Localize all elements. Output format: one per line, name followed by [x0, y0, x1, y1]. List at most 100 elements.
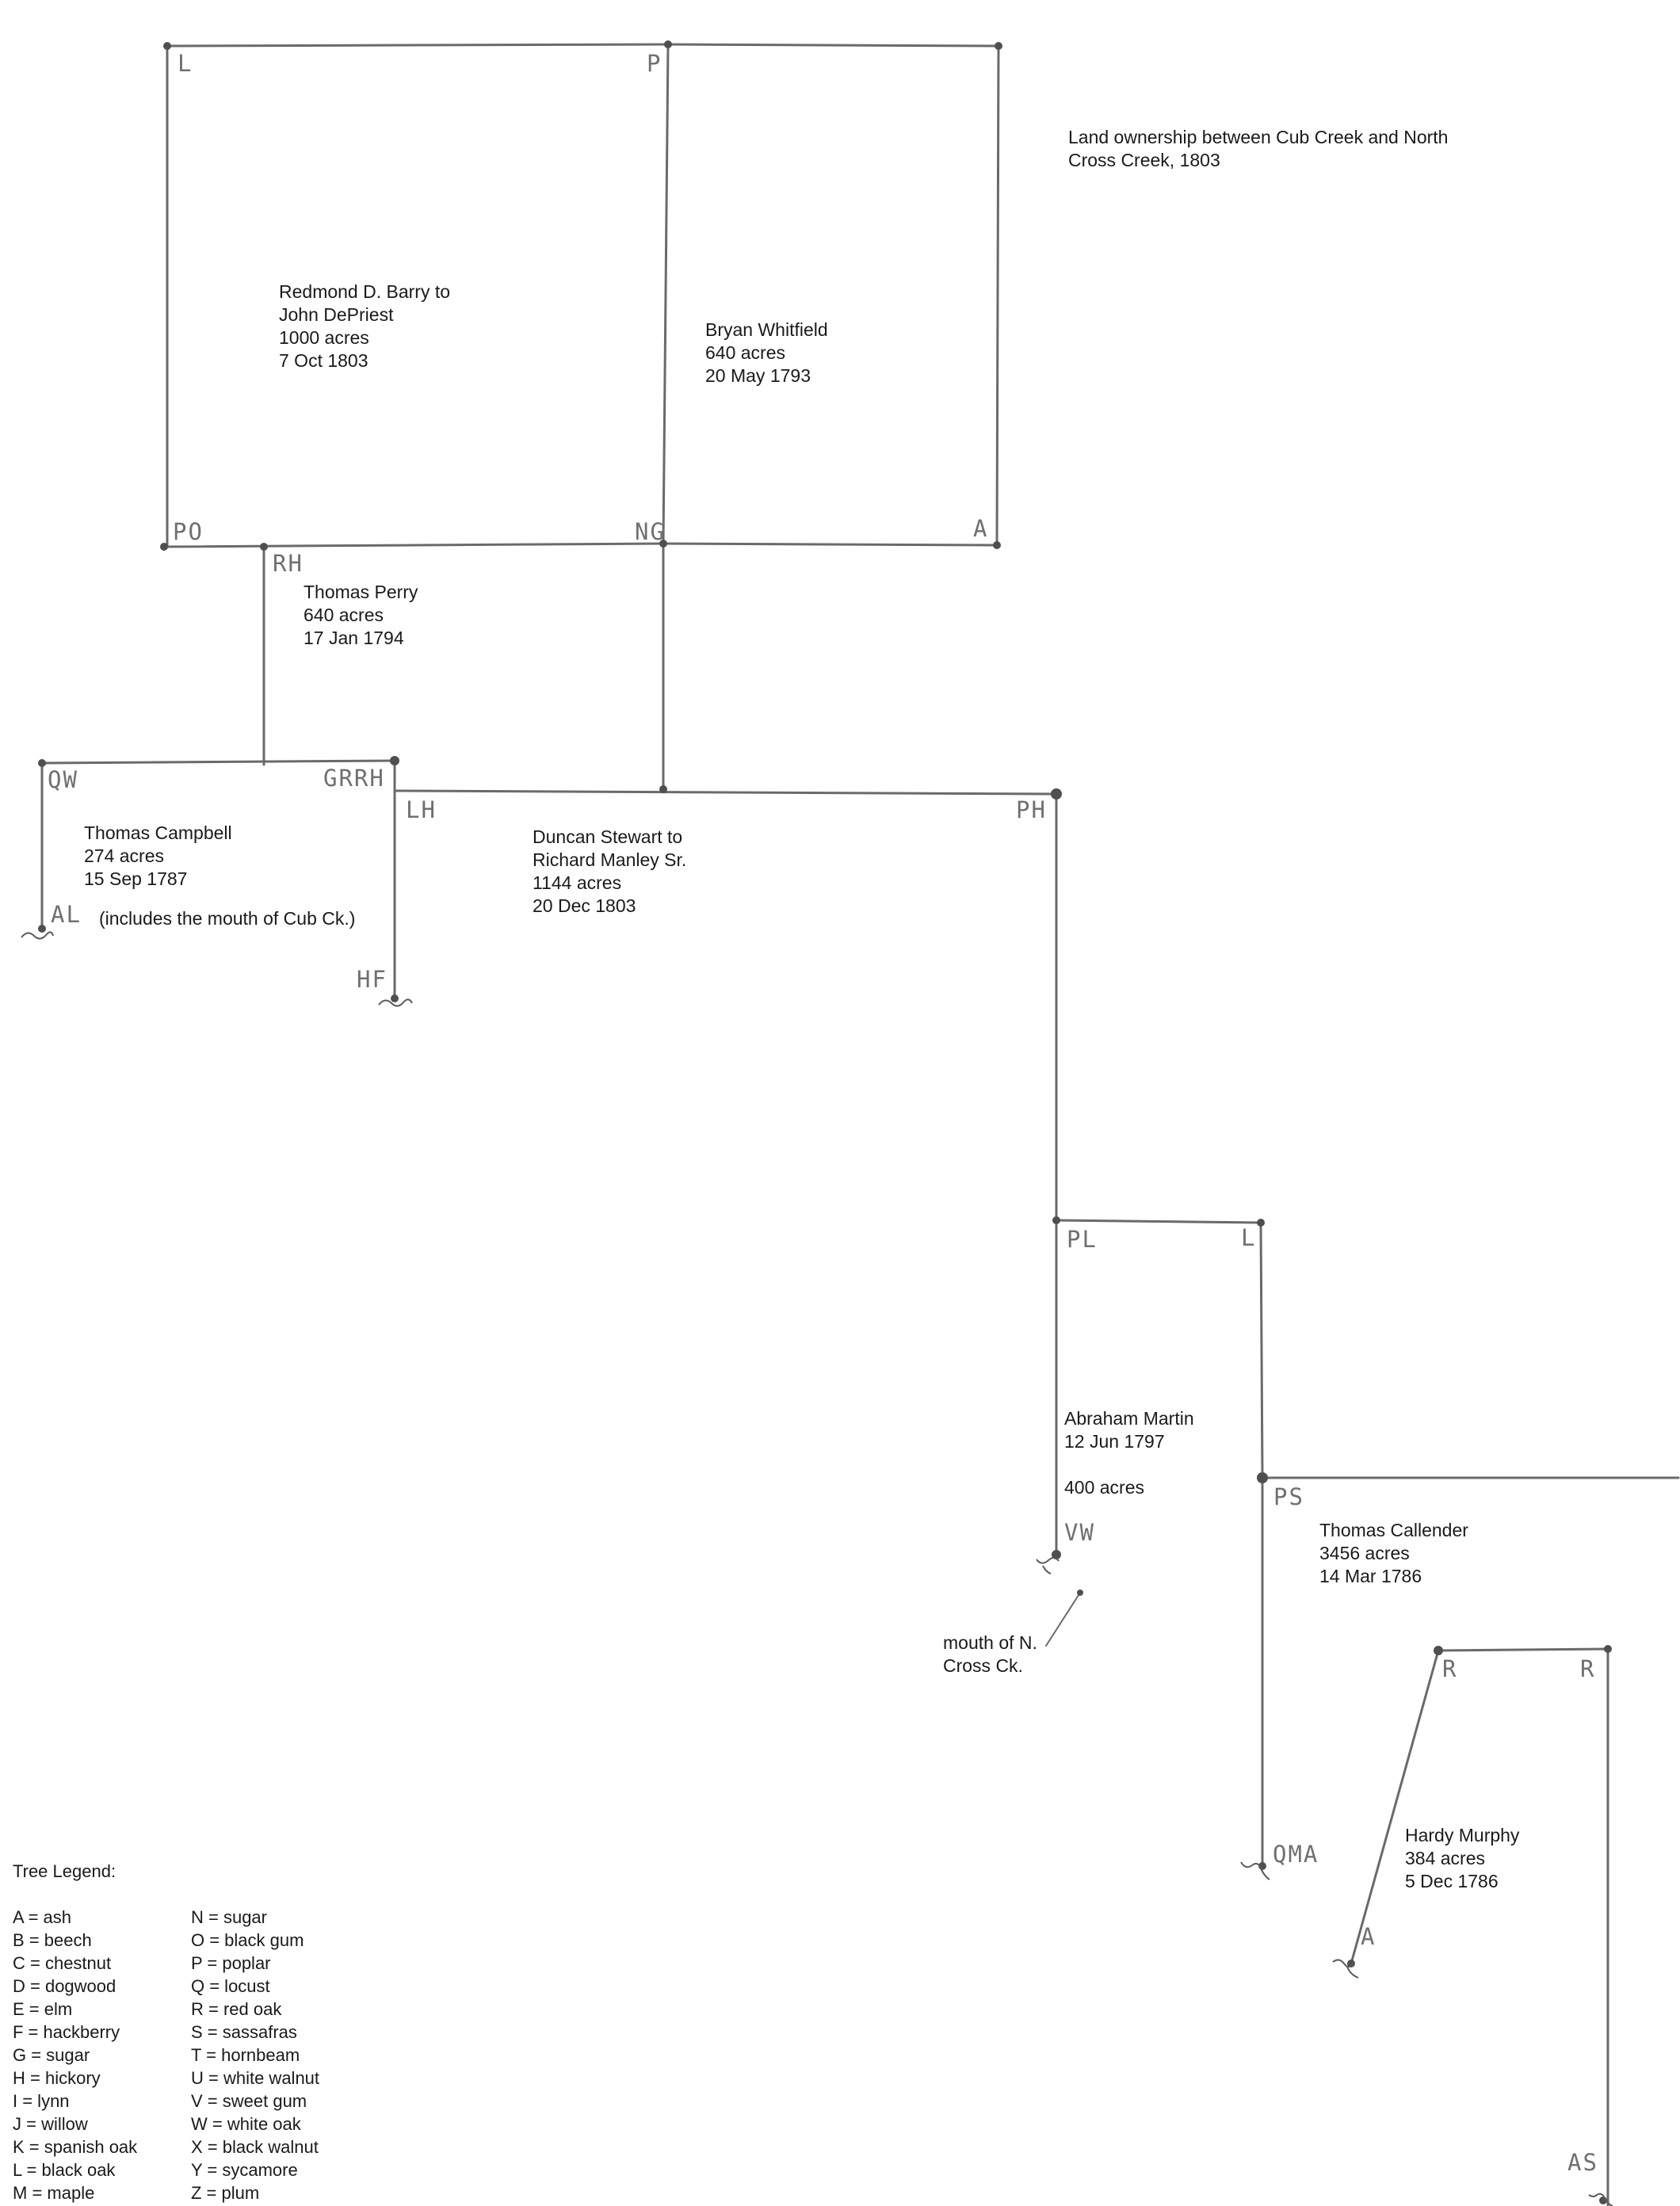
corner-code-pl: PL	[1067, 1226, 1098, 1253]
water-squiggle	[378, 998, 413, 1007]
corner-code-r1: R	[1442, 1655, 1458, 1682]
corner-code-qw: QW	[48, 766, 78, 793]
mouth-note-line: mouth of N.	[943, 1632, 1037, 1653]
corner-dot	[163, 42, 171, 50]
boundary-line	[662, 43, 670, 545]
legend-column-2: N = sugar O = black gum P = poplar Q = l…	[191, 1906, 365, 2204]
boundary-line	[662, 542, 998, 547]
parcel-perry-label: Thomas Perry 640 acres 17 Jan 1794	[304, 581, 418, 650]
boundary-line	[995, 44, 1000, 547]
parcel-owner: Thomas Perry	[304, 582, 418, 602]
corner-dot	[1434, 1646, 1443, 1655]
legend-item: U = white walnut	[191, 2068, 320, 2088]
corner-code-vw: VW	[1064, 1519, 1095, 1546]
legend-item: A = ash	[13, 1907, 72, 1927]
legend-item: Z = plum	[191, 2183, 260, 2203]
corner-dot	[1257, 1472, 1268, 1483]
parcel-owner: Thomas Callender	[1319, 1520, 1468, 1540]
boundary-line	[1055, 1219, 1262, 1224]
boundary-line	[1350, 1649, 1440, 1965]
tree-legend: Tree Legend: A = ash B = beech C = chest…	[13, 1860, 365, 2204]
parcel-acreage: 640 acres	[304, 605, 384, 625]
legend-item: X = black walnut	[191, 2137, 319, 2157]
map-title-line: Land ownership between Cub Creek and Nor…	[1068, 127, 1449, 147]
corner-dot	[160, 543, 168, 551]
corner-code-po: PO	[173, 518, 204, 545]
corner-code-lh: LH	[406, 796, 437, 823]
legend-item: N = sugar	[191, 1907, 267, 1927]
leader-line	[1045, 1592, 1081, 1647]
corner-code-p-top: P	[647, 50, 662, 77]
map-title-line: Cross Creek, 1803	[1068, 150, 1220, 170]
corner-dot	[1257, 1219, 1265, 1227]
corner-code-a-top: A	[973, 515, 989, 542]
boundary-line	[666, 43, 1000, 48]
legend-item: G = sugar	[13, 2045, 90, 2065]
parcel-owner: John DePriest	[279, 304, 394, 325]
boundary-line	[1437, 1647, 1609, 1652]
corner-dot	[993, 541, 1001, 549]
legend-item: D = dogwood	[13, 1976, 116, 1996]
legend-item: O = black gum	[191, 1930, 304, 1950]
parcel-date: 17 Jan 1794	[304, 628, 404, 648]
parcel-murphy-label: Hardy Murphy 384 acres 5 Dec 1786	[1405, 1824, 1519, 1893]
legend-item: Y = sycamore	[191, 2160, 298, 2180]
parcel-date: 5 Dec 1786	[1405, 1871, 1499, 1891]
parcel-martin-label: Abraham Martin 12 Jun 1797 400 acres	[1064, 1407, 1194, 1499]
legend-item: R = red oak	[191, 1999, 282, 2019]
corner-dot	[1077, 1590, 1083, 1596]
legend-item: V = sweet gum	[191, 2091, 307, 2111]
legend-item: J = willow	[13, 2114, 88, 2134]
parcel-date: 12 Jun 1797	[1064, 1431, 1165, 1452]
corner-dot	[1347, 1960, 1355, 1967]
parcel-owner: Duncan Stewart to	[533, 826, 683, 847]
parcel-owner: Hardy Murphy	[1405, 1825, 1520, 1845]
parcel-campbell-label: Thomas Campbell 274 acres 15 Sep 1787	[84, 822, 232, 891]
legend-item: C = chestnut	[13, 1953, 112, 1973]
parcel-stewart-label: Duncan Stewart to Richard Manley Sr. 114…	[533, 826, 686, 918]
boundary-line	[1259, 1221, 1264, 1479]
corner-dot	[659, 540, 667, 548]
parcel-acreage: 640 acres	[705, 342, 786, 363]
parcel-acreage: 274 acres	[84, 845, 165, 866]
corner-dot	[1051, 788, 1062, 800]
legend-item: Q = locust	[191, 1976, 270, 1996]
corner-dot	[260, 543, 268, 551]
corner-dot	[1604, 1645, 1612, 1653]
parcel-whitfield-label: Bryan Whitfield 640 acres 20 May 1793	[705, 319, 828, 387]
legend-item: M = maple	[13, 2183, 95, 2203]
legend-item: F = hackberry	[13, 2022, 120, 2042]
parcel-date: 20 May 1793	[705, 365, 811, 386]
parcel-acreage: 1144 acres	[533, 872, 622, 893]
legend-column-1: A = ash B = beech C = chestnut D = dogwo…	[13, 1906, 191, 2204]
boundary-line	[393, 789, 1058, 796]
water-squiggle	[1588, 2193, 1613, 2206]
parcel-acreage: 384 acres	[1405, 1848, 1486, 1868]
water-squiggle	[1036, 1557, 1060, 1574]
corner-dot	[391, 994, 399, 1002]
corner-code-l-top: L	[178, 50, 193, 77]
legend-item: H = hickory	[13, 2068, 101, 2088]
legend-item: T = hornbeam	[191, 2045, 300, 2065]
parcel-date: 7 Oct 1803	[279, 350, 368, 371]
parcel-owner: Thomas Campbell	[84, 822, 232, 843]
corner-code-a-low: A	[1361, 1923, 1376, 1950]
parcel-owner: Abraham Martin	[1064, 1408, 1194, 1429]
parcel-owner: Redmond D. Barry to	[279, 281, 451, 302]
water-squiggle	[21, 931, 54, 940]
parcel-acreage: 3456 acres	[1319, 1543, 1410, 1563]
corner-dot	[1052, 1216, 1060, 1224]
water-squiggle	[1332, 1959, 1359, 1979]
corner-dot	[659, 785, 667, 793]
parcel-date: 15 Sep 1787	[84, 868, 188, 889]
legend-title: Tree Legend:	[13, 1861, 116, 1881]
legend-item: P = poplar	[191, 1953, 271, 1973]
corner-code-hf: HF	[357, 966, 388, 993]
corner-dot	[1052, 1550, 1061, 1559]
boundary-line	[162, 542, 665, 548]
parcel-acreage: 400 acres	[1064, 1477, 1145, 1498]
parcel-date: 14 Mar 1786	[1319, 1566, 1422, 1586]
corner-dot	[390, 756, 399, 765]
legend-item: B = beech	[13, 1930, 92, 1950]
